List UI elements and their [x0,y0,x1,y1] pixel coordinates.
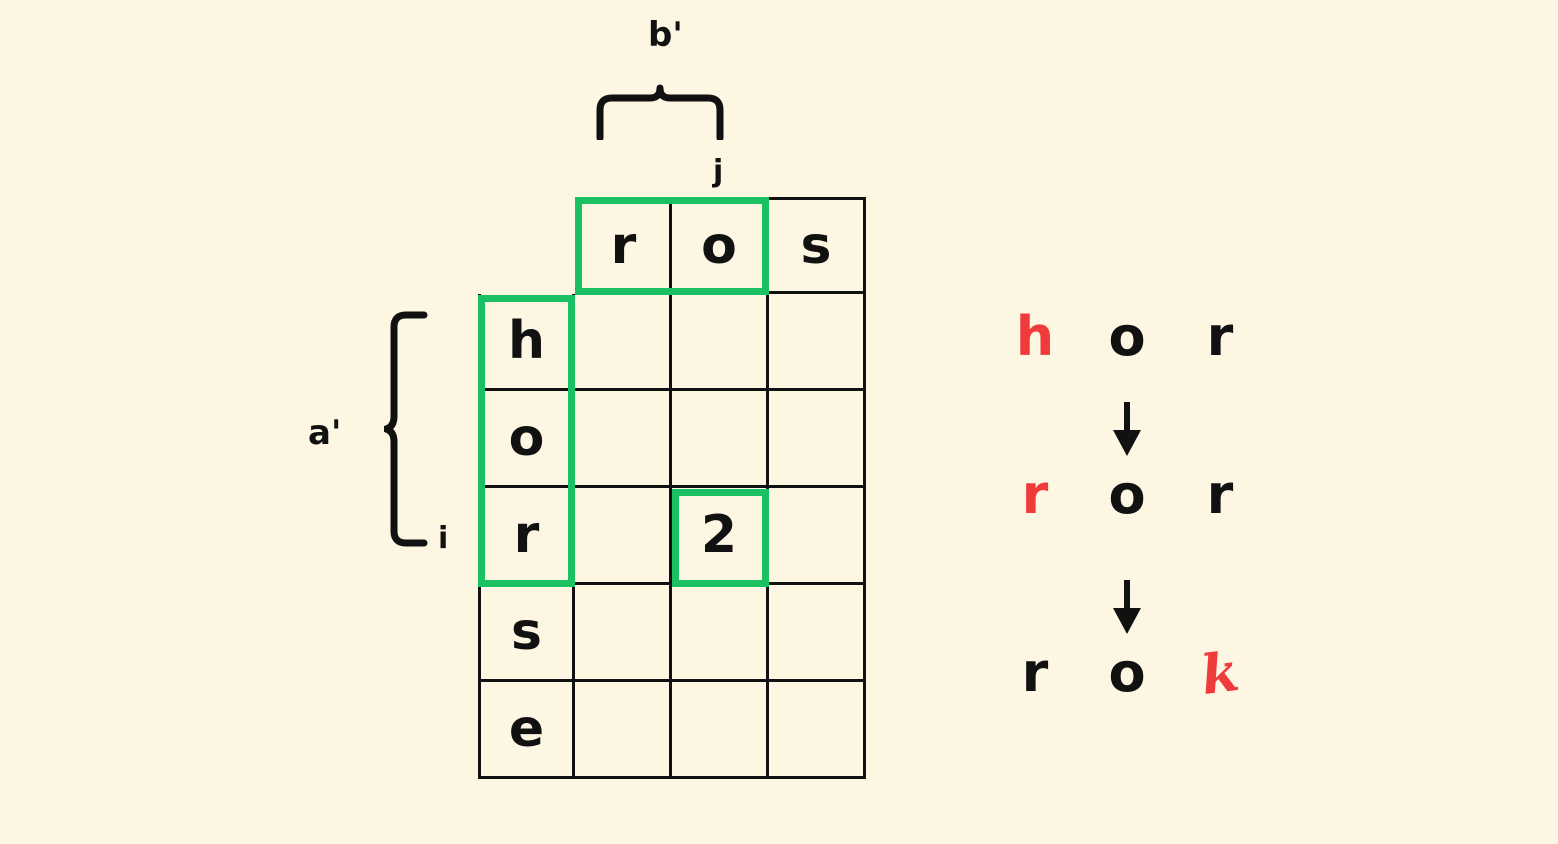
table-cell-r5c3[interactable] [769,682,866,779]
brace-top-icon [596,84,724,140]
dp-table: r o s h o r 2 s e [478,197,866,779]
transform-char-0-1: o [1108,305,1146,368]
label-a-prime: a' [308,413,342,453]
transform-char-0-0: h [1015,305,1055,368]
table-cell-r3c2[interactable]: 2 [672,488,769,585]
table-cell-r2c0[interactable]: o [478,391,575,488]
table-cell-r5c0[interactable]: e [478,682,575,779]
table-cell-r4c2[interactable] [672,585,769,682]
transform-char-2-2: k [1197,638,1243,708]
transform-row-2: r o k [990,638,1290,726]
table-cell-r5c2[interactable] [672,682,769,779]
table-cell-r5c1[interactable] [575,682,672,779]
table-cell-r0c2[interactable]: o [672,197,769,294]
table-cell-r1c2[interactable] [672,294,769,391]
table-cell-r3c0[interactable]: r [478,488,575,585]
table-cell-r1c0[interactable]: h [478,294,575,391]
table-cell-r1c1[interactable] [575,294,672,391]
transform-row-1: r o r [990,468,1290,548]
table-cell-r3c3[interactable] [769,488,866,585]
down-arrow-icon [1113,580,1141,634]
transform-row-0: h o r [990,310,1290,390]
label-j: j [713,154,724,189]
transformation-panel: h o r r o r r o k [990,310,1290,740]
table-cell-r4c1[interactable] [575,585,672,682]
transform-char-2-1: o [1108,641,1146,704]
table-cell-r0c1[interactable]: r [575,197,672,294]
table-cell-r4c0[interactable]: s [478,585,575,682]
table-cell-r0c0[interactable] [478,197,575,294]
label-b-prime: b' [648,15,683,55]
transform-char-1-0: r [1021,463,1049,526]
table-cell-r4c3[interactable] [769,585,866,682]
table-cell-r3c1[interactable] [575,488,672,585]
table-cell-r2c1[interactable] [575,391,672,488]
transform-char-1-1: o [1108,463,1146,526]
transform-char-2-0: r [1021,641,1049,704]
table-cell-r0c3[interactable]: s [769,197,866,294]
table-cell-r2c3[interactable] [769,391,866,488]
transform-char-1-2: r [1206,463,1234,526]
table-cell-r2c2[interactable] [672,391,769,488]
down-arrow-icon [1113,402,1141,456]
label-i: i [438,521,449,556]
brace-left-icon [384,311,428,547]
transform-char-0-2: r [1206,305,1234,368]
table-cell-r1c3[interactable] [769,294,866,391]
